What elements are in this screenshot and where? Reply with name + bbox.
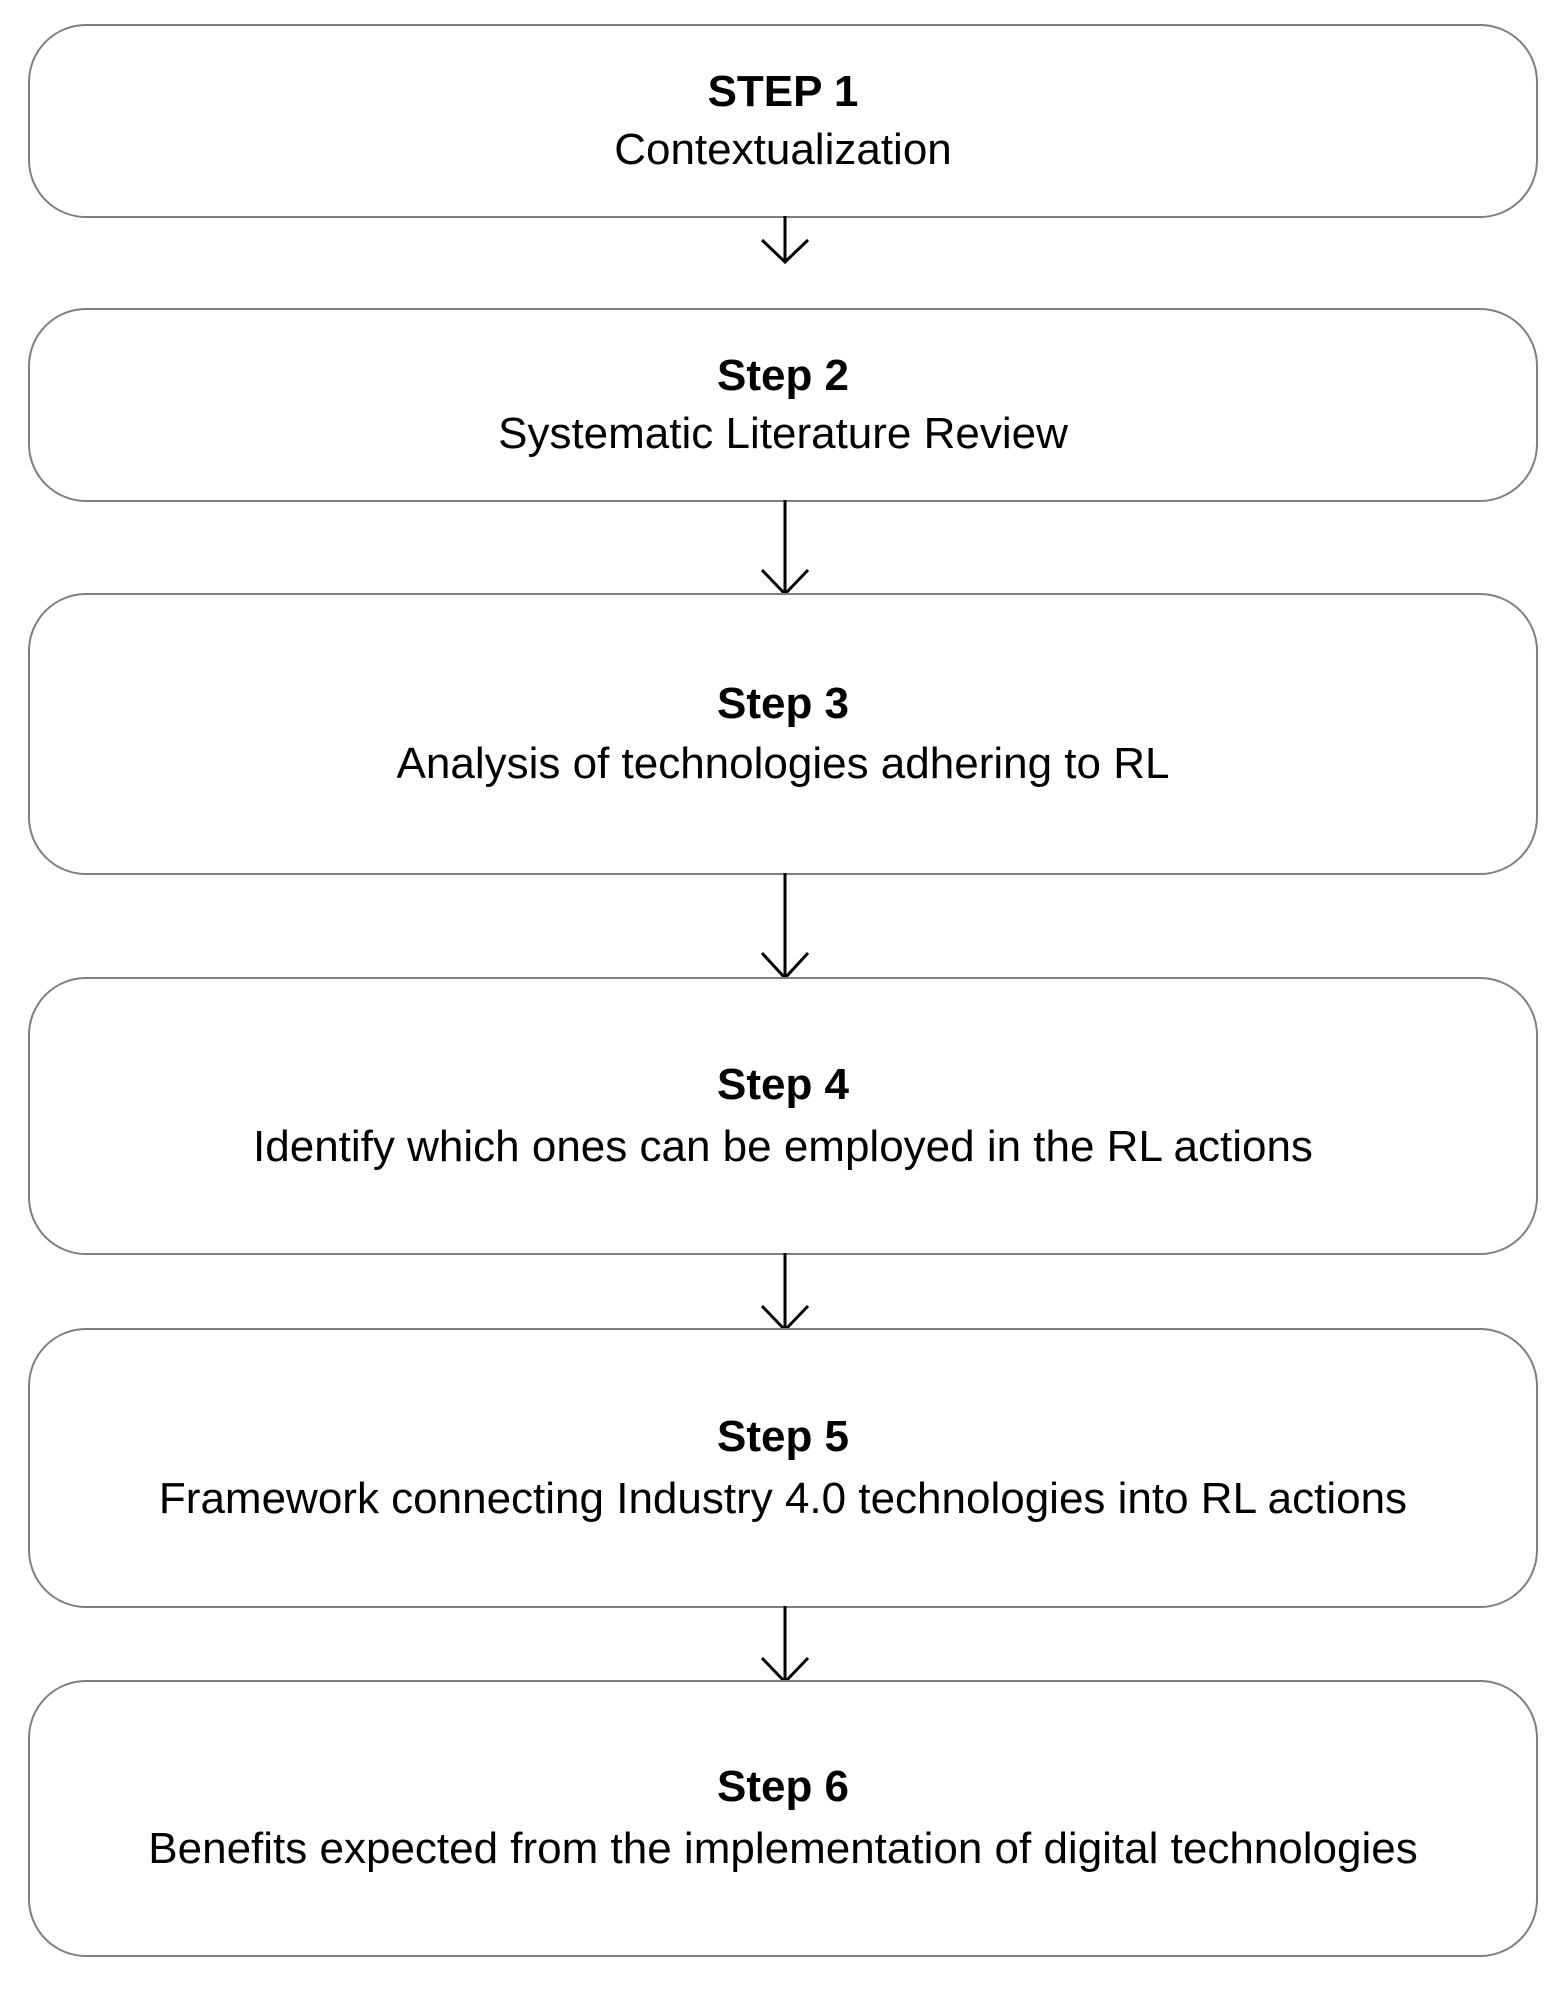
flow-step-title-3: Step 3 bbox=[716, 678, 850, 728]
flow-step-box-5[interactable]: Step 5 Framework connecting Industry 4.0… bbox=[28, 1328, 1538, 1608]
flow-step-title-1: STEP 1 bbox=[707, 66, 859, 116]
flow-step-title-6: Step 6 bbox=[716, 1762, 850, 1812]
flow-step-description-2: Systematic Literature Review bbox=[498, 408, 1068, 458]
flow-step-description-3: Analysis of technologies adhering to RL bbox=[396, 738, 1170, 788]
flow-step-box-3[interactable]: Step 3 Analysis of technologies adhering… bbox=[28, 593, 1538, 875]
flow-step-description-4: Identify which ones can be employed in t… bbox=[253, 1121, 1313, 1171]
connector-arrow-5-6 bbox=[0, 1606, 1562, 1685]
flow-step-title-4: Step 4 bbox=[716, 1059, 850, 1109]
connector-arrow-2-3 bbox=[0, 500, 1562, 597]
flow-step-box-1[interactable]: STEP 1 Contextualization bbox=[28, 24, 1538, 218]
flow-step-description-6: Benefits expected from the implementatio… bbox=[148, 1824, 1418, 1874]
connector-arrow-3-4 bbox=[0, 873, 1562, 981]
connector-arrow-1-2 bbox=[0, 216, 1562, 312]
flow-step-box-2[interactable]: Step 2 Systematic Literature Review bbox=[28, 308, 1538, 502]
flow-step-title-5: Step 5 bbox=[716, 1411, 850, 1461]
flow-step-box-6[interactable]: Step 6 Benefits expected from the implem… bbox=[28, 1680, 1538, 1957]
flow-step-box-4[interactable]: Step 4 Identify which ones can be employ… bbox=[28, 977, 1538, 1255]
flow-step-title-2: Step 2 bbox=[716, 350, 850, 400]
flow-step-description-5: Framework connecting Industry 4.0 techno… bbox=[158, 1473, 1408, 1523]
flow-step-description-1: Contextualization bbox=[614, 124, 952, 174]
connector-arrow-4-5 bbox=[0, 1253, 1562, 1333]
